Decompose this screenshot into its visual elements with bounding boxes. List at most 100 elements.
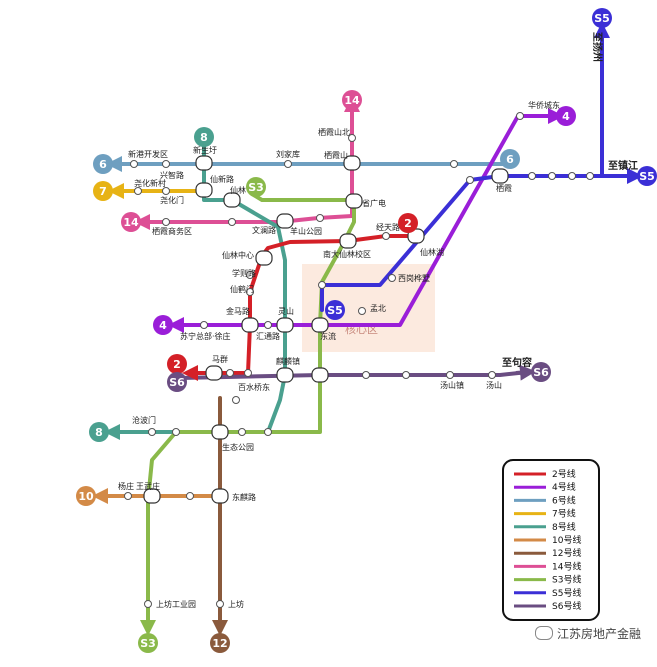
interchange-station	[276, 317, 294, 333]
station-label: 仙新路	[210, 174, 234, 184]
svg-text:S3: S3	[140, 637, 156, 650]
station-dot	[528, 172, 536, 180]
interchange-station	[143, 488, 161, 504]
badge-line-4-northeast: 4	[556, 106, 576, 126]
badge-line-14-north: 14	[342, 90, 362, 110]
station-label: 麒麟镇	[276, 356, 300, 366]
badge-line-2-south: 2	[167, 354, 187, 374]
legend-label-line14: 14号线	[552, 560, 581, 572]
station-label: 汤山	[486, 380, 502, 390]
badge-line-10-west: 10	[76, 486, 96, 506]
station-label: 羊山公园	[290, 226, 322, 236]
station-dot	[264, 428, 272, 436]
interchange-station	[276, 367, 294, 383]
svg-text:4: 4	[562, 110, 570, 123]
station-label: 汤山镇	[440, 380, 464, 390]
station-label: 东麒路	[232, 492, 256, 502]
interchange-station	[211, 488, 229, 504]
badge-line-s5-east: S5	[637, 166, 657, 186]
badge-line-6-east: 6	[500, 149, 520, 169]
badge-line-s3-south: S3	[138, 633, 158, 653]
arrow-line-s6	[515, 364, 536, 381]
svg-text:S6: S6	[169, 376, 185, 389]
interchange-station	[211, 424, 229, 440]
station-label: 西岗桦墅	[398, 273, 430, 283]
svg-text:12: 12	[212, 637, 227, 650]
station-label: 尧化新村	[134, 178, 166, 188]
station-dot	[246, 288, 254, 296]
svg-text:S5: S5	[639, 170, 655, 183]
watermark: 江苏房地产金融	[535, 625, 641, 642]
station-label: 栖霞商务区	[152, 226, 192, 236]
destination-zhenjiang: 至镇江	[608, 159, 638, 172]
station-dot	[264, 321, 272, 329]
station-dot	[228, 218, 236, 226]
station-label: 栖霞山	[324, 150, 348, 160]
badge-line-s6-east: S6	[531, 362, 551, 382]
svg-text:2: 2	[404, 217, 412, 230]
station-label: 孟北	[370, 303, 386, 313]
station-dot	[172, 428, 180, 436]
station-label: 学则路	[232, 268, 256, 278]
badge-line-8-south: 8	[89, 422, 109, 442]
station-label: 王武庄	[136, 481, 160, 491]
badge-line-s6-south: S6	[167, 372, 187, 392]
station-label: 上坊工业园	[156, 599, 196, 609]
station-label: 汇通路	[256, 331, 280, 341]
badge-line-14-west: 14	[121, 212, 141, 232]
legend-label-line10: 10号线	[552, 534, 581, 546]
station-dot	[216, 600, 224, 608]
station-dot	[134, 187, 142, 195]
station-dot	[466, 176, 474, 184]
station-dot	[362, 371, 370, 379]
interchange-station	[195, 182, 213, 198]
station-dot	[358, 307, 366, 315]
station-dot	[586, 172, 594, 180]
interchange-station	[343, 155, 361, 171]
station-dot	[382, 232, 390, 240]
watermark-text: 江苏房地产金融	[557, 627, 642, 641]
station-dot	[144, 600, 152, 608]
legend-label-lineS3: S3号线	[552, 574, 581, 586]
station-dot	[568, 172, 576, 180]
interchange-station	[241, 317, 259, 333]
badge-line-s5-core: S5	[325, 300, 345, 320]
svg-text:10: 10	[78, 490, 94, 503]
station-label: 生态公园	[222, 442, 254, 452]
station-label: 上坊	[228, 599, 244, 609]
svg-text:4: 4	[159, 319, 167, 332]
station-label: 新港开发区	[128, 149, 168, 159]
legend-label-line7: 7号线	[552, 508, 576, 520]
interchange-station	[276, 213, 294, 229]
station-label: 沧波门	[132, 415, 156, 425]
station-dot	[488, 371, 496, 379]
station-dot	[348, 134, 356, 142]
station-dot	[388, 274, 396, 282]
badge-line-6-west: 6	[93, 154, 113, 174]
interchange-station	[339, 233, 357, 249]
svg-text:14: 14	[344, 94, 360, 107]
station-label: 南大仙林校区	[323, 249, 371, 259]
station-label: 省广电	[362, 198, 386, 208]
station-label: 仙林中心	[222, 250, 254, 260]
legend-label-line2: 2号线	[552, 468, 576, 480]
interchange-station	[311, 317, 329, 333]
station-label: 尧化门	[160, 195, 184, 205]
legend-label-line8: 8号线	[552, 521, 576, 533]
legend-label-lineS6: S6号线	[552, 600, 581, 612]
interchange-station	[345, 193, 363, 209]
legend-label-line6: 6号线	[552, 494, 576, 506]
badge-line-s3-north: S3	[246, 177, 266, 197]
wechat-icon	[535, 626, 553, 640]
svg-text:S3: S3	[248, 181, 264, 194]
station-label: 华侨城东	[528, 100, 560, 110]
station-label: 苏宁总部·徐庄	[180, 331, 231, 341]
station-dot	[450, 160, 458, 168]
station-dot	[148, 428, 156, 436]
station-label: 百水桥东	[238, 382, 270, 392]
station-dot	[446, 371, 454, 379]
station-label: 东流	[320, 331, 336, 341]
destination-yangzhou: 至扬州	[591, 32, 604, 62]
station-dot	[162, 187, 170, 195]
